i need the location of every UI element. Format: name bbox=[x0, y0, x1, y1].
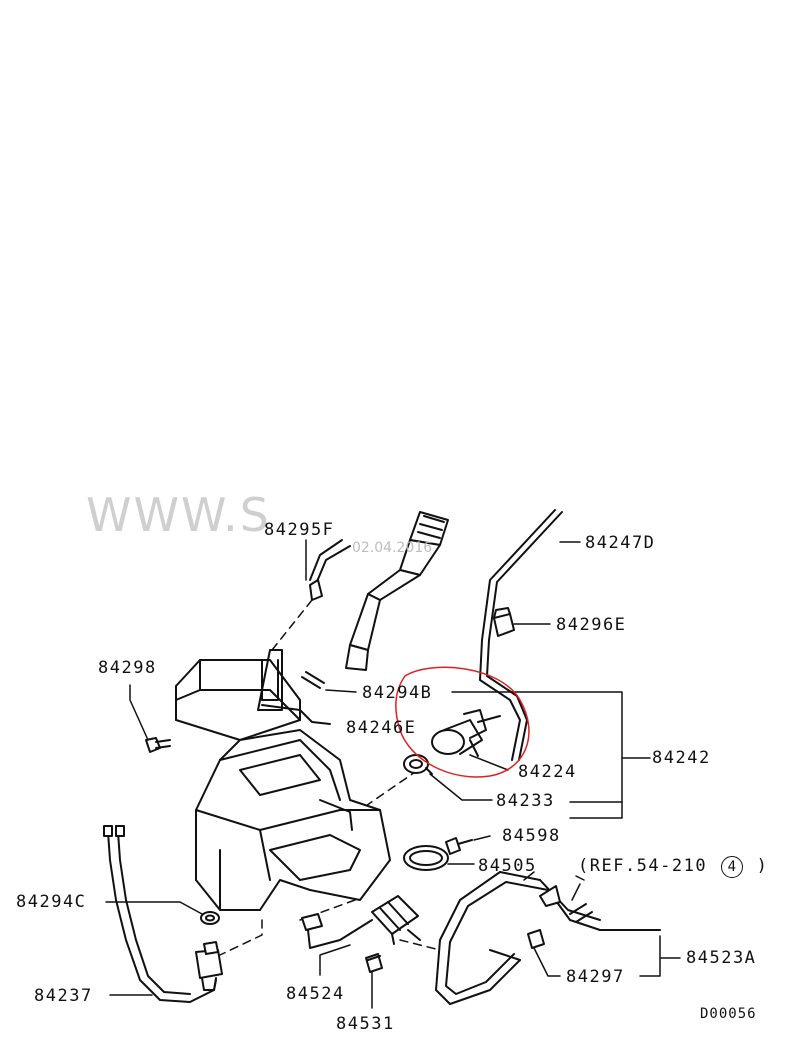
clamp-84505 bbox=[403, 845, 449, 871]
highlight-circle bbox=[395, 666, 530, 778]
label-84242: 84242 bbox=[652, 748, 711, 768]
label-84237: 84237 bbox=[34, 986, 93, 1006]
screw-84598 bbox=[445, 837, 473, 855]
label-84294b: 84294B bbox=[362, 683, 433, 703]
label-84505: 84505 bbox=[478, 856, 537, 876]
bracket-84242 bbox=[451, 691, 651, 819]
hose-84246e bbox=[261, 704, 331, 725]
reference-note: (REF.54-210 4 ) bbox=[578, 856, 768, 878]
label-84531: 84531 bbox=[336, 1014, 395, 1034]
label-84598: 84598 bbox=[502, 826, 561, 846]
pump-84524 bbox=[301, 895, 421, 949]
level-sensor-84237 bbox=[103, 825, 223, 1003]
watermark-date: 02.04.2016 bbox=[352, 540, 433, 556]
label-84295f: 84295F bbox=[264, 520, 335, 540]
label-84294c: 84294C bbox=[16, 892, 87, 912]
pump-84224 bbox=[431, 709, 501, 757]
grommet-84233 bbox=[403, 754, 433, 775]
label-84233: 84233 bbox=[496, 791, 555, 811]
label-84246e: 84246E bbox=[346, 718, 417, 738]
cap-84531 bbox=[365, 953, 383, 973]
label-84224: 84224 bbox=[518, 762, 577, 782]
hose-84523a bbox=[435, 871, 661, 1005]
hose-84295f bbox=[309, 539, 351, 601]
watermark-text: WWW.S bbox=[86, 488, 271, 542]
grommet-84294b bbox=[301, 671, 325, 689]
label-84247d: 84247D bbox=[585, 533, 656, 553]
label-84524: 84524 bbox=[286, 984, 345, 1004]
hose-84247d bbox=[479, 509, 563, 761]
joint-84297 bbox=[527, 929, 545, 949]
reservoir-tank bbox=[175, 649, 391, 911]
filler-neck bbox=[345, 511, 449, 671]
reference-circled-number: 4 bbox=[720, 856, 743, 878]
label-84298: 84298 bbox=[98, 658, 157, 678]
bolt-84298 bbox=[145, 737, 171, 753]
label-84296e: 84296E bbox=[556, 615, 627, 635]
reference-prefix: (REF.54-210 bbox=[578, 856, 708, 876]
grommet-84294c bbox=[200, 911, 220, 925]
reference-suffix: ) bbox=[756, 856, 769, 876]
diagram-code: D00056 bbox=[700, 1006, 757, 1022]
clip-84296e bbox=[493, 607, 515, 637]
label-84523a: 84523A bbox=[686, 948, 757, 968]
label-84297: 84297 bbox=[566, 967, 625, 987]
